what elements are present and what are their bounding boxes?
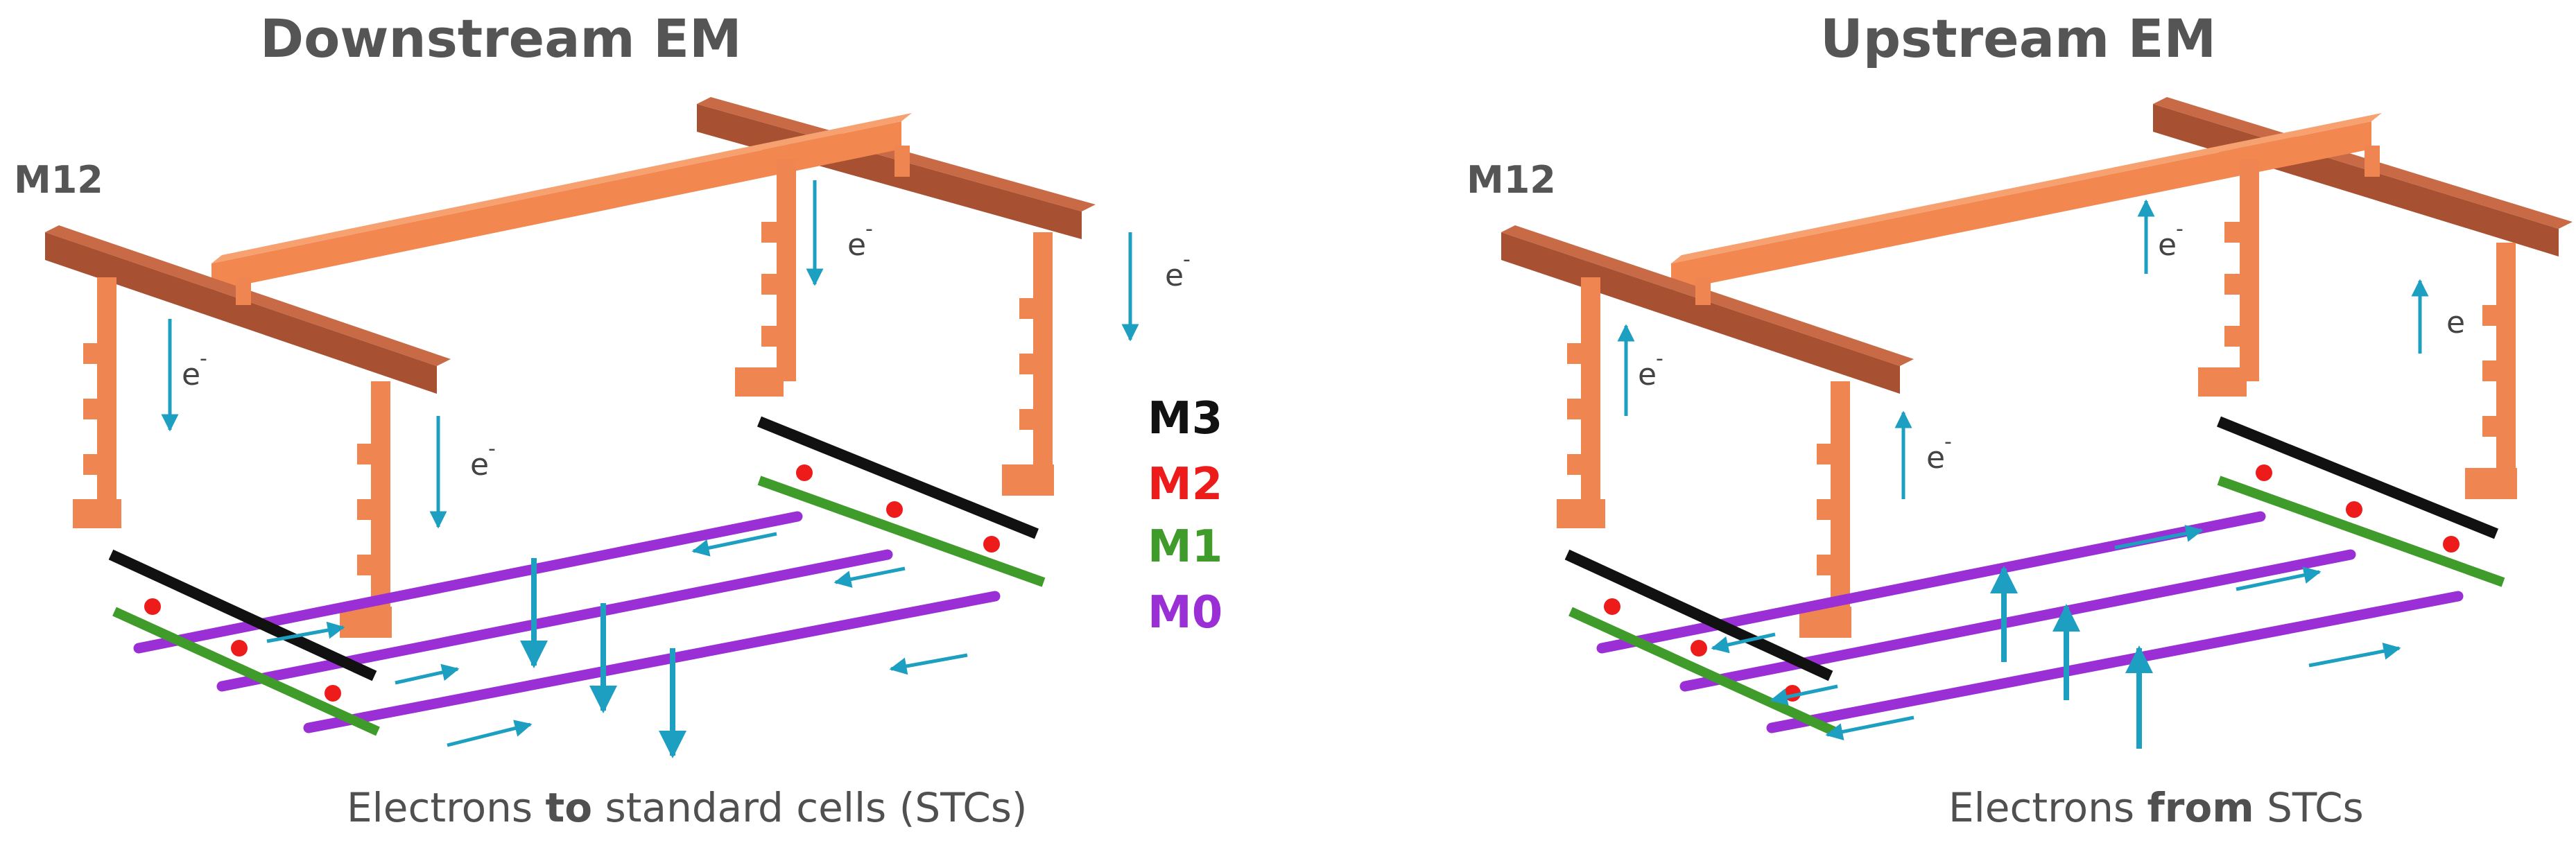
svg-text:e: e [847, 227, 866, 263]
m1-line-downstream-back [757, 476, 1046, 587]
legend-m3: M3 [1148, 393, 1222, 444]
caption-upstream: Electrons from STCs [1948, 784, 2364, 831]
legend-m0: M0 [1148, 587, 1222, 638]
electron-labels-downstream: e - e - e - e - [182, 217, 1191, 482]
m3-line-downstream-front [108, 549, 377, 681]
metal-legend: M3 M2 M1 M0 [1148, 393, 1222, 638]
caption-downstream: Electrons to standard cells (STCs) [347, 784, 1028, 831]
m0-lines-upstream [1596, 511, 2464, 733]
svg-text:-: - [1656, 347, 1663, 371]
svg-text:e: e [2446, 305, 2465, 340]
svg-text:-: - [865, 217, 873, 241]
panel-title-upstream: Upstream EM [1820, 8, 2216, 69]
via-stacks-downstream [73, 146, 1054, 638]
legend-m2: M2 [1148, 459, 1222, 510]
svg-text:-: - [488, 437, 496, 461]
panel-downstream: Downstream EM M12 [14, 8, 1222, 831]
electron-arrows-downstream [161, 180, 1139, 758]
electron-labels-upstream: e - e - e - e [1638, 217, 2465, 476]
svg-text:e: e [470, 447, 489, 482]
electron-arrows-upstream [1617, 199, 2429, 749]
via-stacks-upstream [1557, 146, 2517, 638]
legend-m1: M1 [1148, 521, 1222, 573]
m2-vias-upstream [1604, 464, 2460, 702]
m3-line-upstream-front [1564, 549, 1833, 681]
m12-label-downstream: M12 [14, 158, 103, 202]
m12-beams-upstream [1501, 97, 2573, 394]
m0-lines-downstream [133, 511, 1001, 733]
svg-text:e: e [1638, 357, 1657, 392]
svg-text:e: e [2158, 227, 2177, 263]
m1-line-upstream-front [1568, 607, 1836, 736]
svg-text:e: e [1165, 258, 1184, 293]
svg-text:e: e [1926, 440, 1945, 476]
svg-text:-: - [200, 347, 207, 371]
m3-line-upstream-back [2216, 416, 2499, 539]
svg-text:e: e [182, 357, 200, 392]
svg-text:-: - [1183, 247, 1191, 272]
m2-vias-downstream [144, 464, 1000, 702]
m3-line-downstream-back [757, 416, 1039, 539]
m1-line-downstream-front [112, 607, 380, 736]
panel-upstream: Upstream EM M12 [1467, 8, 2573, 831]
svg-text:-: - [1944, 430, 1952, 454]
m1-line-upstream-back [2217, 476, 2505, 587]
m12-label-upstream: M12 [1467, 158, 1556, 202]
panel-title-downstream: Downstream EM [260, 8, 742, 69]
svg-text:-: - [2176, 217, 2184, 241]
